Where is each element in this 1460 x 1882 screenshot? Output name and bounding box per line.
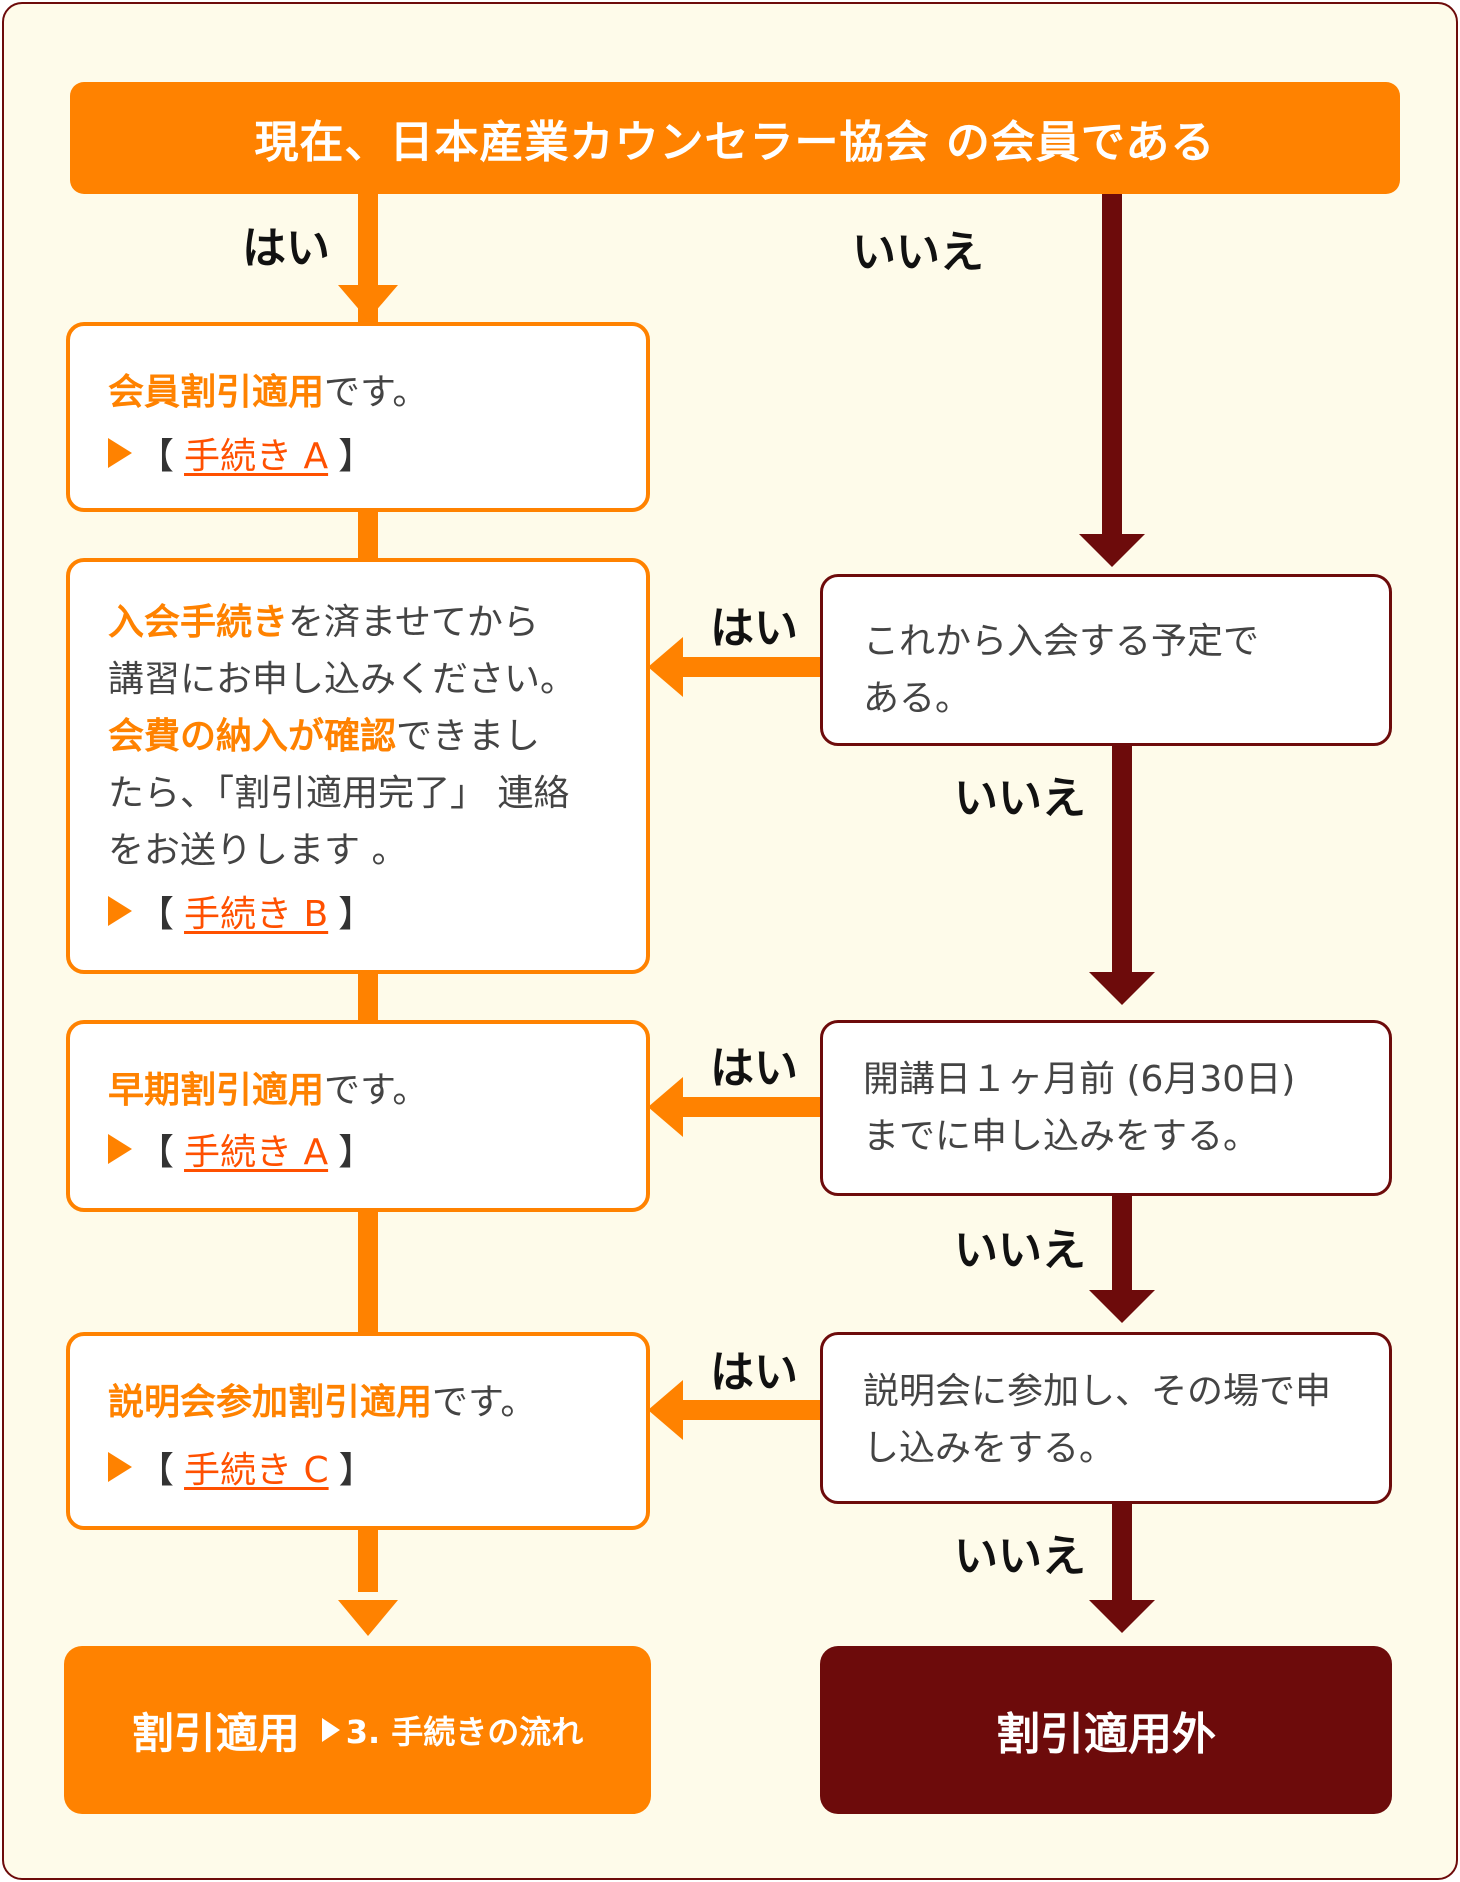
no-arrow-head-3	[1089, 1290, 1155, 1323]
no-label: いいえ	[954, 773, 1086, 824]
procedure-a-link[interactable]: 手続き A	[184, 436, 329, 477]
seminar-application-box: 説明会に参加し、その場で申 し込みをする。	[820, 1332, 1392, 1504]
early-discount-text: 早期割引適用です。	[108, 1070, 429, 1111]
join-procedure-text: 入会手続きを済ませてから 講習にお申し込みください。 会費の納入が確認できまし …	[108, 602, 577, 871]
yes-arrow-head-final	[338, 1600, 398, 1636]
seminar-discount-box: 説明会参加割引適用です。 【手続き C】	[66, 1332, 650, 1530]
seminar-application-text: 説明会に参加し、その場で申 し込みをする。	[863, 1371, 1332, 1469]
yes-label: はい	[242, 223, 330, 274]
member-discount-text: 会員割引適用です。	[108, 372, 429, 413]
no-arrow-head-2	[1089, 972, 1155, 1005]
triangle-right-icon	[108, 438, 132, 468]
no-label: いいえ	[852, 227, 984, 278]
yes-label: はい	[710, 1347, 798, 1398]
procedure-c-link-row[interactable]: 【手続き C】	[108, 1441, 608, 1493]
yes-label: はい	[710, 603, 798, 654]
early-discount-box: 早期割引適用です。 【手続き A】	[66, 1020, 650, 1212]
no-label: いいえ	[954, 1225, 1086, 1276]
yes-horizontal-head-3	[648, 1380, 683, 1440]
join-procedure-box: 入会手続きを済ませてから 講習にお申し込みください。 会費の納入が確認できまし …	[66, 558, 650, 974]
yes-horizontal-head-2	[648, 1077, 683, 1137]
no-discount-result: 割引適用外	[820, 1646, 1392, 1814]
triangle-right-icon	[321, 1718, 340, 1742]
yes-arrow-head-1	[338, 285, 398, 320]
procedure-b-link[interactable]: 手続き B	[184, 894, 329, 935]
discount-applied-label: 割引適用	[131, 1708, 300, 1758]
procedure-b-link-row[interactable]: 【手続き B】	[108, 885, 608, 937]
member-discount-box: 会員割引適用です。 【手続き A】	[66, 322, 650, 512]
procedure-c-link[interactable]: 手続き C	[184, 1450, 329, 1491]
triangle-right-icon	[108, 896, 132, 926]
procedure-a-link-row[interactable]: 【手続き A】	[108, 427, 608, 479]
procedure-a-link-row[interactable]: 【手続き A】	[108, 1123, 608, 1175]
procedure-flow-link[interactable]: 3. 手続きの流れ	[321, 1707, 583, 1753]
procedure-a-link[interactable]: 手続き A	[184, 1132, 329, 1173]
yes-horizontal-head-1	[648, 637, 683, 697]
no-arrow-head-4	[1089, 1600, 1155, 1633]
no-discount-label: 割引適用外	[996, 1709, 1216, 1760]
discount-applied-result: 割引適用 3. 手続きの流れ	[64, 1646, 651, 1814]
plan-to-join-box: これから入会する予定で ある。	[820, 574, 1392, 746]
triangle-right-icon	[108, 1452, 132, 1482]
no-label: いいえ	[954, 1531, 1086, 1582]
yes-label: はい	[710, 1043, 798, 1094]
early-application-box: 開講日１ヶ月前 (6月30日) までに申し込みをする。	[820, 1020, 1392, 1196]
no-arrow-head-1	[1079, 534, 1145, 567]
triangle-right-icon	[108, 1134, 132, 1164]
membership-question: 現在、日本産業カウンセラー協会 の会員である	[70, 82, 1400, 194]
early-application-text: 開講日１ヶ月前 (6月30日) までに申し込みをする。	[863, 1059, 1296, 1157]
plan-to-join-text: これから入会する予定で ある。	[863, 621, 1260, 719]
seminar-discount-text: 説明会参加割引適用です。	[108, 1382, 537, 1423]
